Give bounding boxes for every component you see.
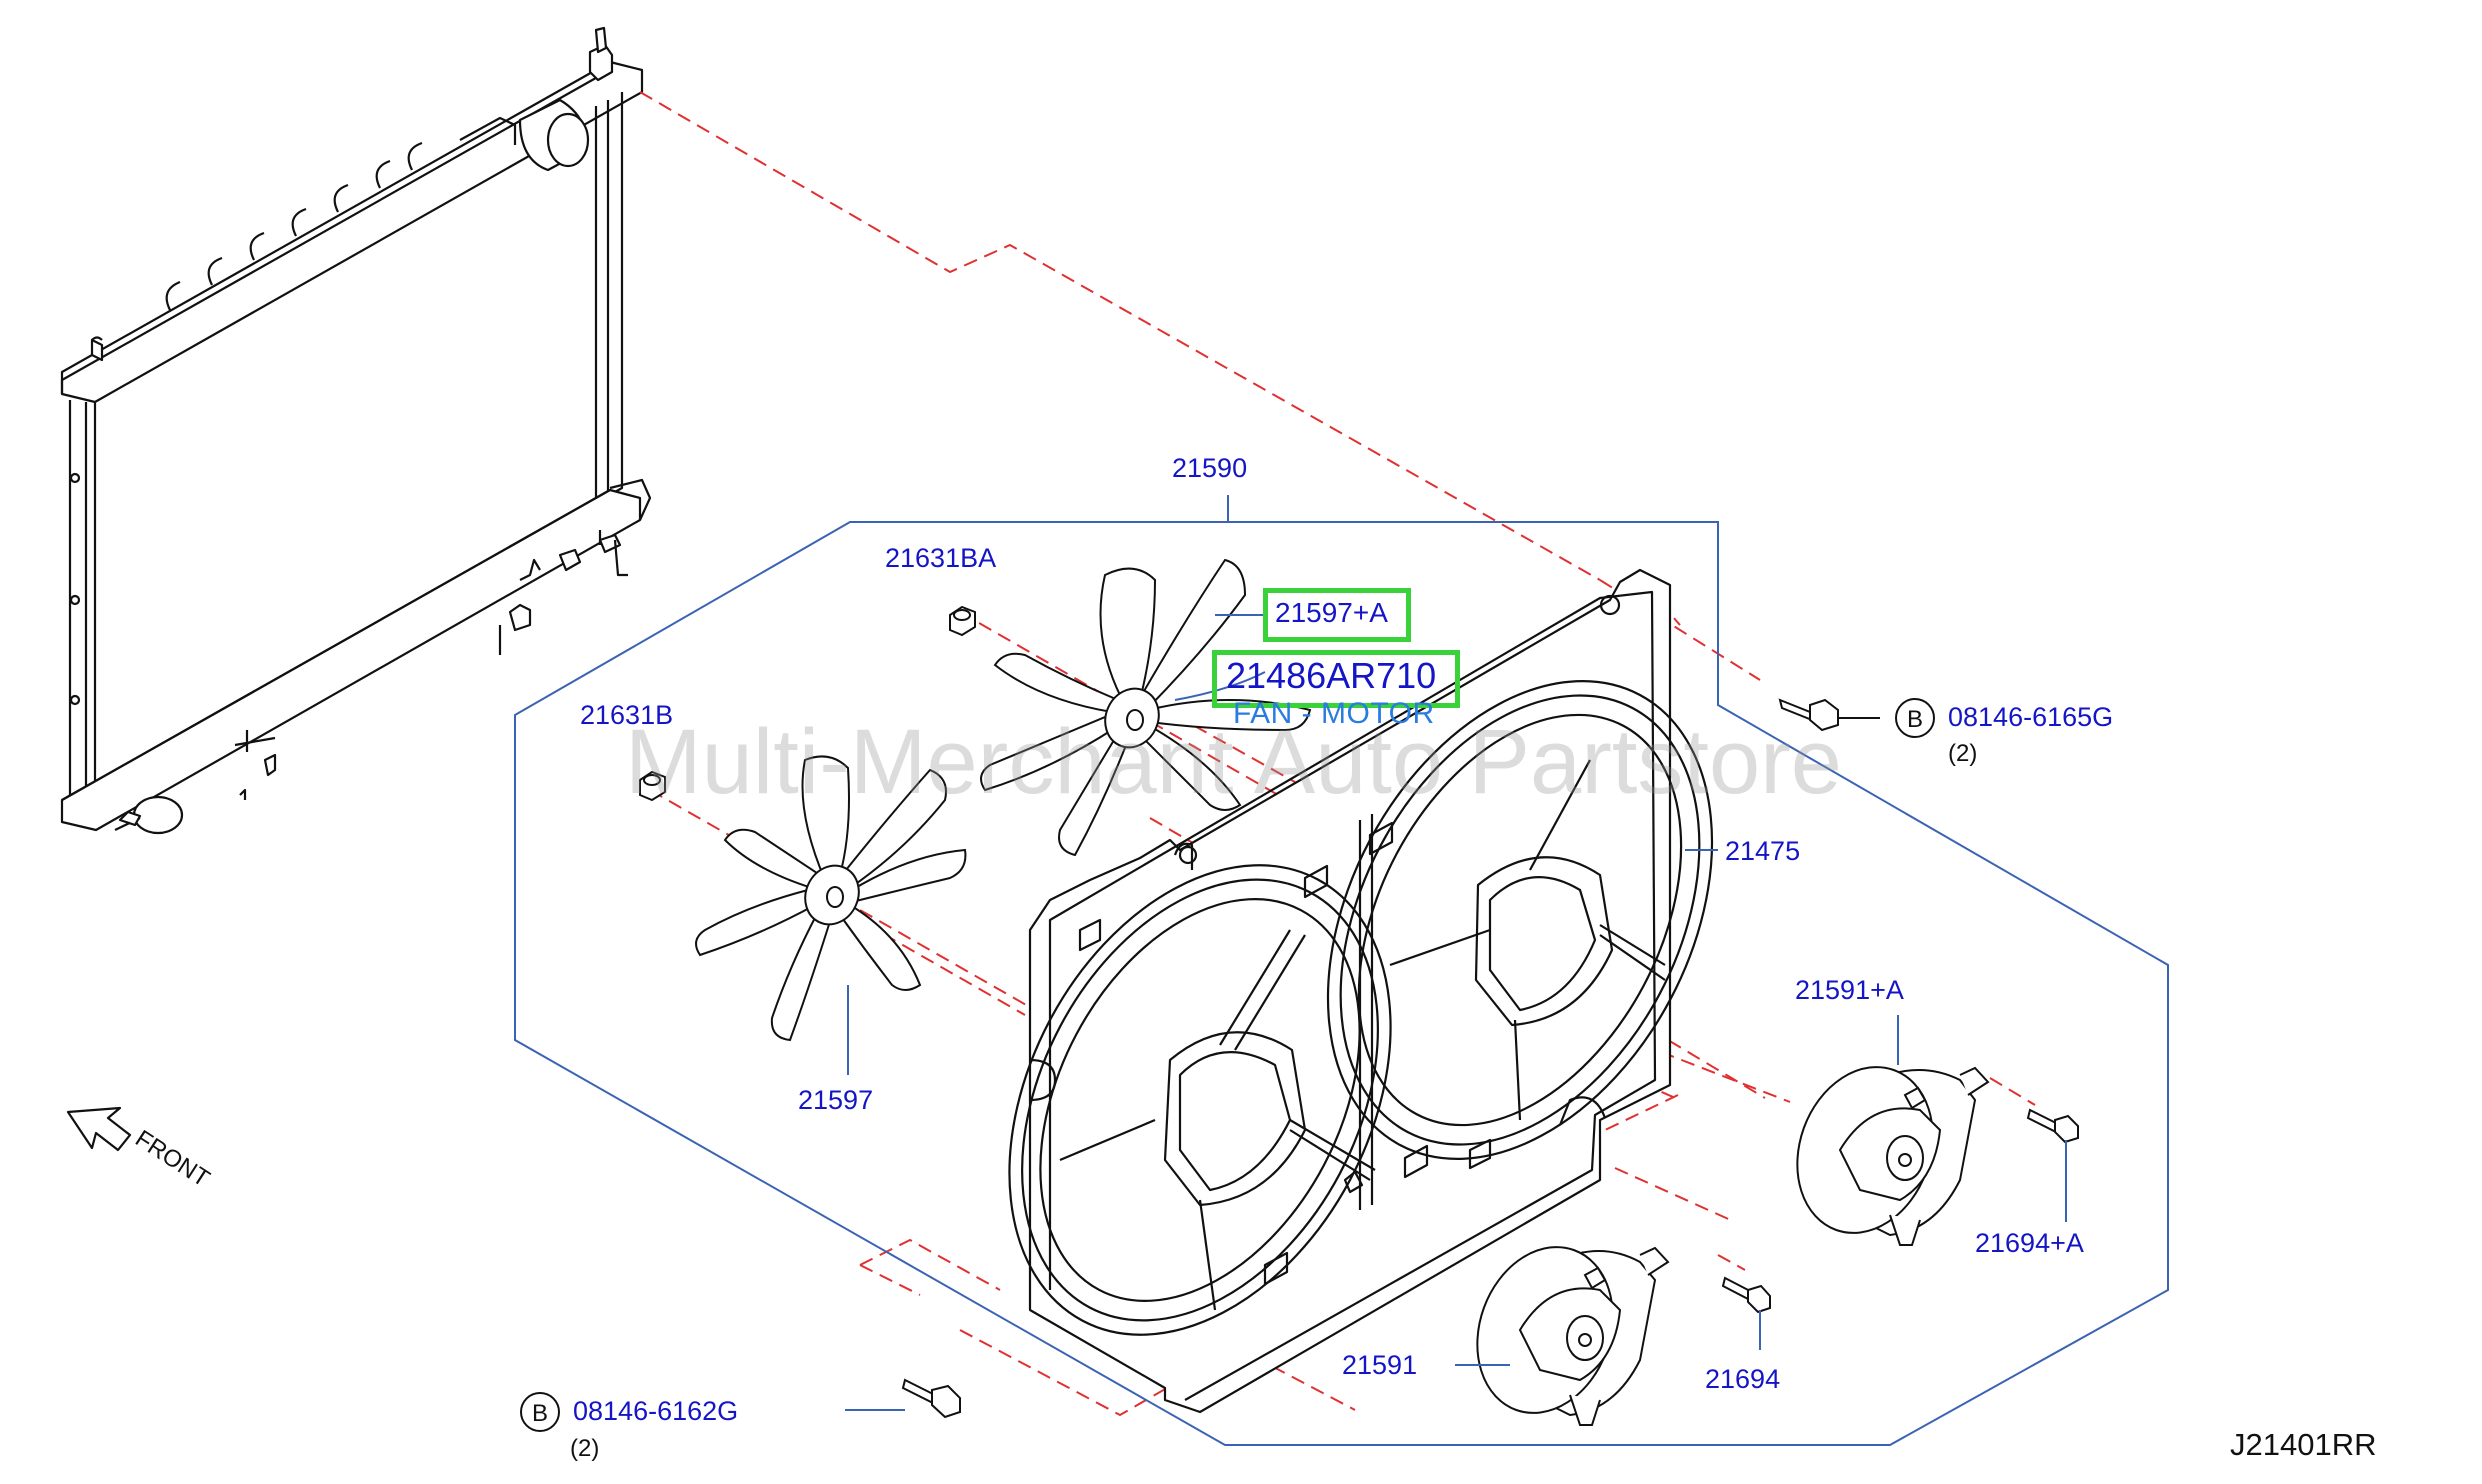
label-08146-6162G[interactable]: 08146-6162G: [573, 1396, 739, 1426]
assembly-outline: [514, 521, 2169, 1446]
bolt-08146-6165G: [1778, 698, 1839, 732]
label-21591[interactable]: 21591: [1342, 1350, 1418, 1380]
label-21631B[interactable]: 21631B: [580, 700, 674, 730]
label-21597[interactable]: 21597: [798, 1085, 874, 1115]
qty-08146-6162G: (2): [570, 1435, 600, 1462]
label-leaders: [847, 614, 1899, 1366]
nut-21631B: [639, 770, 666, 802]
front-arrow-icon: [66, 1106, 132, 1152]
label-21631BA[interactable]: 21631BA: [885, 543, 997, 573]
motor-21591A: [1796, 1066, 1990, 1246]
qty-08146-6165G: (2): [1948, 740, 1978, 767]
label-21591A[interactable]: 21591+A: [1795, 975, 1904, 1005]
marker-b-lower: B: [520, 1392, 560, 1432]
label-21694[interactable]: 21694: [1705, 1364, 1781, 1394]
highlight-21486AR710: [1212, 650, 1460, 708]
label-21475[interactable]: 21475: [1725, 836, 1801, 866]
bolt-08146-6162G: [901, 1378, 961, 1419]
radiator: [60, 26, 652, 835]
label-fan-motor: FAN - MOTOR: [1233, 697, 1435, 730]
bolt-21694A: [2026, 1108, 2079, 1144]
marker-b-upper: B: [1895, 698, 1935, 738]
highlight-21597A: [1263, 588, 1411, 642]
bolt-21694: [1721, 1276, 1771, 1314]
fan-shroud: [1008, 568, 1714, 1414]
label-21486AR710[interactable]: 21486AR710: [1226, 655, 1437, 696]
label-21597A[interactable]: 21597+A: [1275, 597, 1388, 628]
fan-blade-upper: [980, 558, 1312, 857]
label-08146-6165G[interactable]: 08146-6165G: [1948, 702, 2114, 732]
label-21694A[interactable]: 21694+A: [1975, 1228, 2084, 1258]
motor-21591: [1476, 1246, 1670, 1426]
fan-blade-lower: [695, 755, 967, 1042]
label-21590[interactable]: 21590: [1172, 453, 1248, 483]
nut-21631BA: [949, 605, 976, 637]
diagram-code: J21401RR: [2230, 1427, 2377, 1462]
